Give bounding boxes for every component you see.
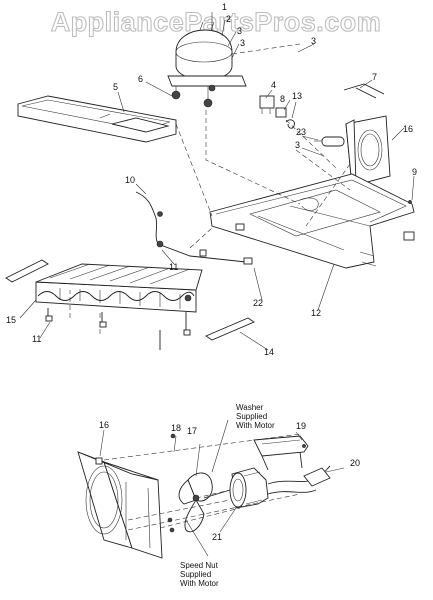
callout-22: 22 bbox=[253, 298, 263, 308]
callout-23: 23 bbox=[296, 127, 306, 137]
callout-7: 7 bbox=[372, 72, 377, 82]
drain-pan bbox=[17, 95, 177, 143]
callout-10: 10 bbox=[125, 175, 135, 185]
callout-1: 1 bbox=[222, 2, 227, 12]
fan-blade bbox=[178, 472, 213, 533]
callout-3b: 3 bbox=[240, 38, 245, 48]
washer-note-line-2: Supplied bbox=[236, 412, 267, 421]
callout-16-lower: 16 bbox=[99, 420, 109, 430]
bracket bbox=[343, 83, 385, 99]
capacitor bbox=[314, 136, 345, 147]
callout-3a: 3 bbox=[237, 26, 242, 36]
relay-overload bbox=[259, 95, 287, 118]
callout-11a: 11 bbox=[169, 262, 178, 272]
callout-21: 21 bbox=[212, 532, 222, 542]
callout-17: 17 bbox=[187, 426, 197, 436]
callout-3c: 3 bbox=[311, 36, 316, 46]
insulation-strip-left bbox=[5, 259, 49, 283]
fan-shroud bbox=[77, 451, 163, 559]
watermark-text: AppliancePartsPros.com bbox=[51, 7, 382, 37]
callout-14: 14 bbox=[264, 347, 274, 357]
fan-motor bbox=[203, 467, 269, 509]
callout-8: 8 bbox=[280, 94, 285, 104]
callout-15: 15 bbox=[6, 315, 16, 325]
callout-13: 13 bbox=[292, 91, 302, 101]
clip-part bbox=[285, 119, 295, 129]
callout-11b: 11 bbox=[32, 334, 41, 344]
callout-16: 16 bbox=[403, 124, 413, 134]
callout-6: 6 bbox=[138, 74, 143, 84]
callout-9: 9 bbox=[412, 167, 417, 177]
washer-note-line-1: Washer bbox=[236, 403, 264, 412]
callout-5: 5 bbox=[113, 82, 118, 92]
callout-4: 4 bbox=[271, 80, 276, 90]
motor-harness bbox=[267, 465, 331, 495]
wire-harness bbox=[135, 191, 253, 265]
callout-19: 19 bbox=[296, 421, 306, 431]
speed-nut-note-line-3: With Motor bbox=[180, 579, 219, 588]
upper-assembly: 1 2 3 3 3 3 4 5 6 7 8 9 10 11 11 12 13 1… bbox=[5, 2, 417, 357]
callout-12: 12 bbox=[311, 308, 321, 318]
lower-assembly: 16 17 18 19 20 21 Washer Supplied With M… bbox=[77, 403, 360, 588]
callout-20: 20 bbox=[350, 458, 360, 468]
compressor bbox=[167, 21, 247, 108]
speed-nut-note-line-2: Supplied bbox=[180, 570, 211, 579]
condenser-coil bbox=[35, 263, 203, 350]
insulation-strip-right bbox=[205, 317, 255, 341]
motor-bracket bbox=[253, 435, 309, 471]
base-plate bbox=[209, 173, 415, 269]
callout-2: 2 bbox=[226, 14, 231, 24]
washer-note-line-3: With Motor bbox=[236, 421, 275, 430]
callout-18: 18 bbox=[171, 423, 181, 433]
callout-3d: 3 bbox=[295, 140, 300, 150]
speed-nut-note-line-1: Speed Nut bbox=[180, 561, 219, 570]
